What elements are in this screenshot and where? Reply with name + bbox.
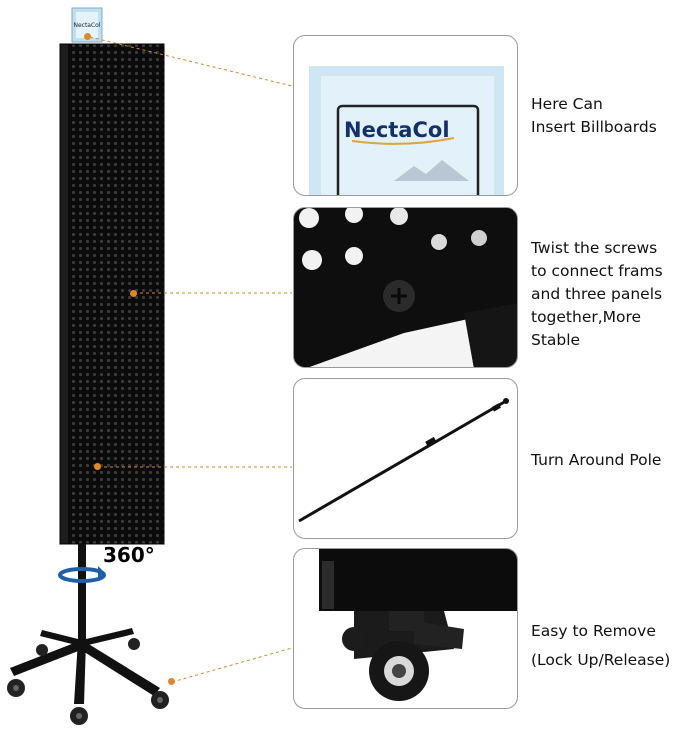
leader-dot-pole [94, 463, 101, 470]
mini-sign-text: NectaCol [73, 22, 100, 29]
caption-screws: Twist the screws to connect frams and th… [531, 239, 663, 349]
caption-billboard: Here Can Insert Billboards [531, 95, 657, 136]
spinner-stand-illustration: NectaCol [7, 7, 169, 725]
caption-pole: Turn Around Pole [531, 451, 662, 469]
caption-caster: Easy to Remove (Lock Up/Release) [531, 622, 671, 669]
screw-detail-panel [293, 207, 518, 368]
leader-dot-billboard [84, 33, 91, 40]
pole-detail-panel [293, 378, 518, 539]
sign-brand-text: NectaCol [344, 118, 450, 142]
caster-detail-panel [293, 548, 518, 709]
leader-dot-caster [168, 678, 175, 685]
rotation-label: 360° [103, 543, 155, 567]
leader-dot-screws [130, 290, 137, 297]
billboard-detail-panel: NectaCol [293, 35, 518, 196]
